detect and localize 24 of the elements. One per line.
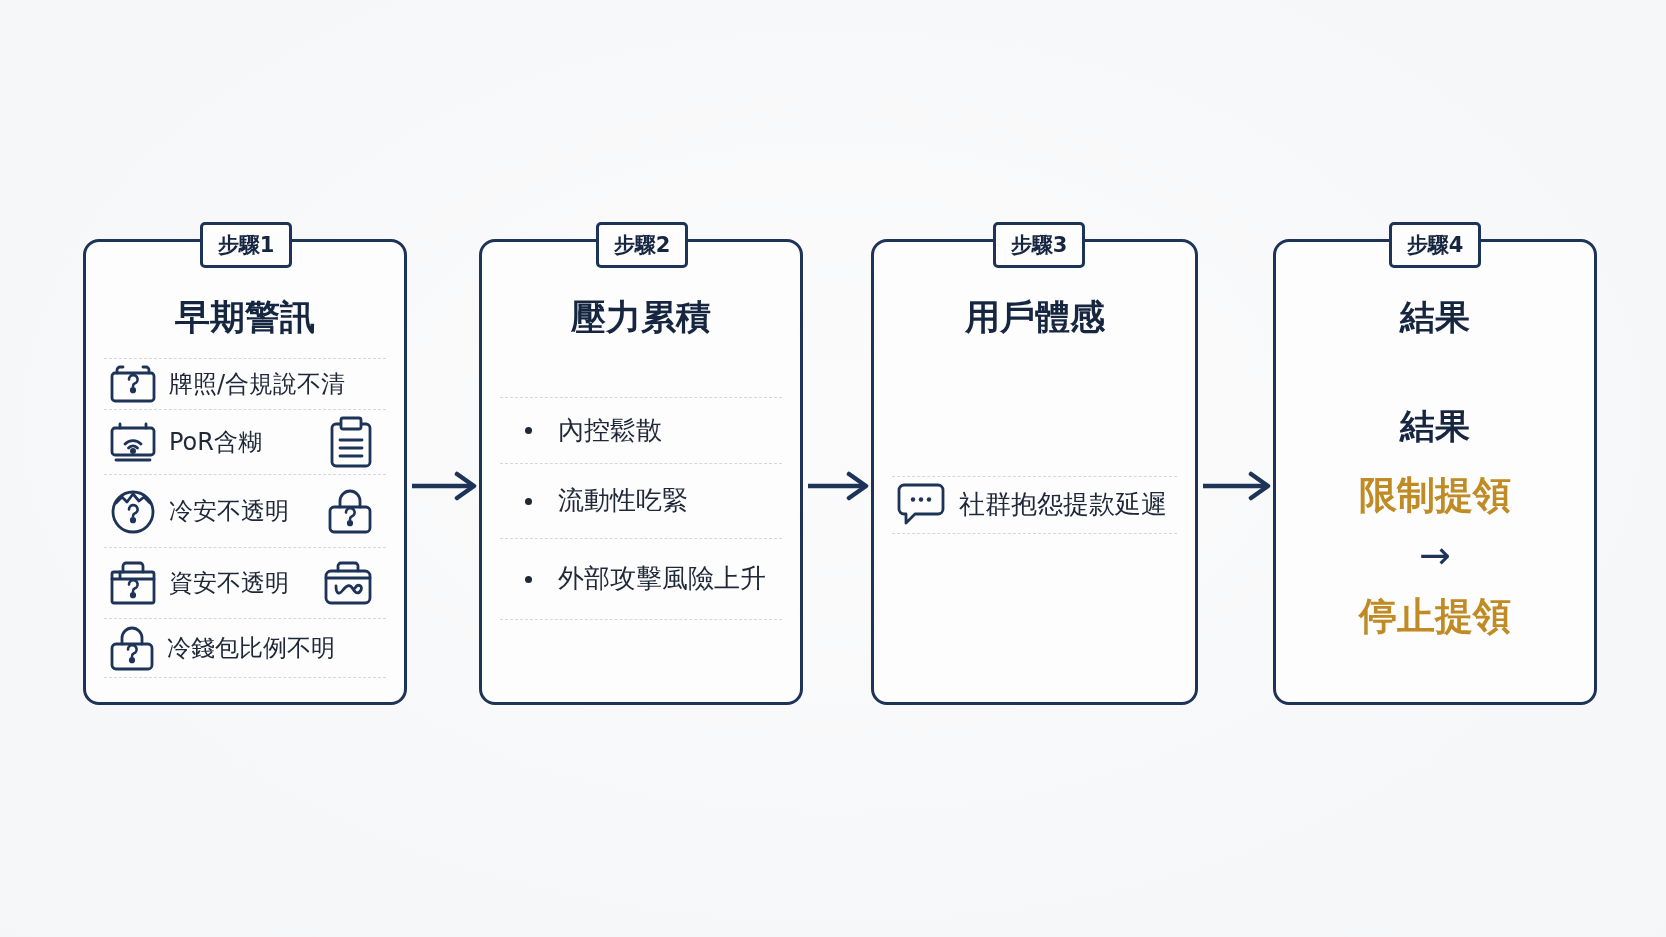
- step-tab: 步驟4: [1389, 222, 1481, 268]
- step-tab: 步驟2: [596, 222, 688, 268]
- list-item-text: PoR含糊: [169, 427, 262, 457]
- outcome-text: 限制提領: [1359, 473, 1511, 519]
- card-title: 壓力累積: [571, 296, 711, 338]
- list-item-text: 牌照/合規說不清: [169, 369, 346, 399]
- step-tab: 步驟1: [200, 222, 292, 268]
- list-item-text: 資安不透明: [169, 568, 289, 598]
- arrow: [1203, 471, 1271, 501]
- arrow: [808, 471, 869, 501]
- list-item-text: 冷錢包比例不明: [167, 633, 335, 663]
- list-item-text: 冷安不透明: [169, 496, 289, 526]
- outcome-text: 停止提領: [1359, 594, 1511, 640]
- list-item-text: 外部攻擊風險上升: [558, 563, 766, 595]
- card-title: 早期警訊: [175, 296, 315, 338]
- card-title: 結果: [1400, 296, 1470, 338]
- step-tab: 步驟3: [993, 222, 1085, 268]
- list-item-text: 社群抱怨提款延遲: [959, 489, 1167, 521]
- arrow: [412, 471, 477, 501]
- arrow-text: →: [1419, 533, 1451, 579]
- result-heading: 結果: [1400, 405, 1470, 447]
- card-title: 用戶體感: [964, 296, 1105, 338]
- list-item-text: 內控鬆散: [558, 414, 662, 447]
- list-item-text: 流動性吃緊: [558, 485, 688, 517]
